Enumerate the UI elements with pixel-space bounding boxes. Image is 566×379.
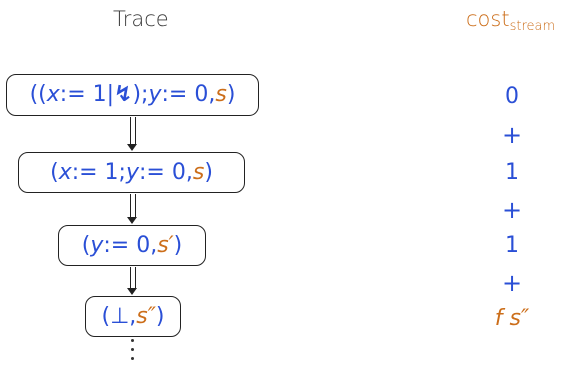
state-s: s <box>215 82 227 107</box>
cost-label: cost <box>466 7 510 31</box>
state-s-double-prime: s″ <box>136 303 156 329</box>
paren-close: ) <box>226 82 236 107</box>
var-y: y <box>148 82 162 107</box>
var-x: x <box>46 82 60 107</box>
trace-step-1: ((x := 1|↯); y := 0, s) <box>6 74 259 116</box>
double-arrow-down-icon <box>127 194 137 224</box>
plus-sign: + <box>501 196 523 224</box>
var-x: x <box>58 159 72 185</box>
assign: := 0, <box>161 82 216 107</box>
vertical-ellipsis-icon <box>131 339 135 360</box>
assign: := 0, <box>139 159 193 185</box>
cost-stream-heading: coststream <box>466 7 555 34</box>
state-s-prime: s′ <box>157 232 174 258</box>
paren-close: ) <box>155 303 165 329</box>
seq: ); <box>132 82 149 107</box>
paren: ( <box>50 159 59 185</box>
plus-sign: + <box>501 269 523 297</box>
paren-close: ) <box>173 232 183 258</box>
paren: ( <box>81 232 91 258</box>
double-arrow-down-icon <box>127 117 137 151</box>
lightning-icon: ↯ <box>114 82 133 107</box>
cost-value-0: 0 <box>505 84 519 109</box>
var-y: y <box>125 159 139 185</box>
trace-step-2: (x := 1; y := 0, s) <box>18 152 245 193</box>
trace-step-3: (y := 0, s′) <box>58 225 206 266</box>
bottom-symbol: (⊥, <box>101 303 137 329</box>
cost-final-f-s: f s″ <box>494 306 530 331</box>
cost-subscript: stream <box>509 19 556 34</box>
assign-seq: := 1; <box>71 159 126 185</box>
trace-step-4: (⊥, s″) <box>85 296 181 337</box>
var-y: y <box>90 232 104 258</box>
paren-close: ) <box>204 159 213 185</box>
plus-sign: + <box>501 121 523 149</box>
trace-heading: Trace <box>113 7 169 31</box>
cost-value-1: 1 <box>505 233 519 258</box>
assign-or: := 1| <box>59 82 115 107</box>
double-arrow-down-icon <box>127 267 137 295</box>
paren: (( <box>29 82 47 107</box>
state-s: s <box>192 159 205 185</box>
assign: := 0, <box>103 232 158 258</box>
cost-value-1: 1 <box>505 160 519 185</box>
